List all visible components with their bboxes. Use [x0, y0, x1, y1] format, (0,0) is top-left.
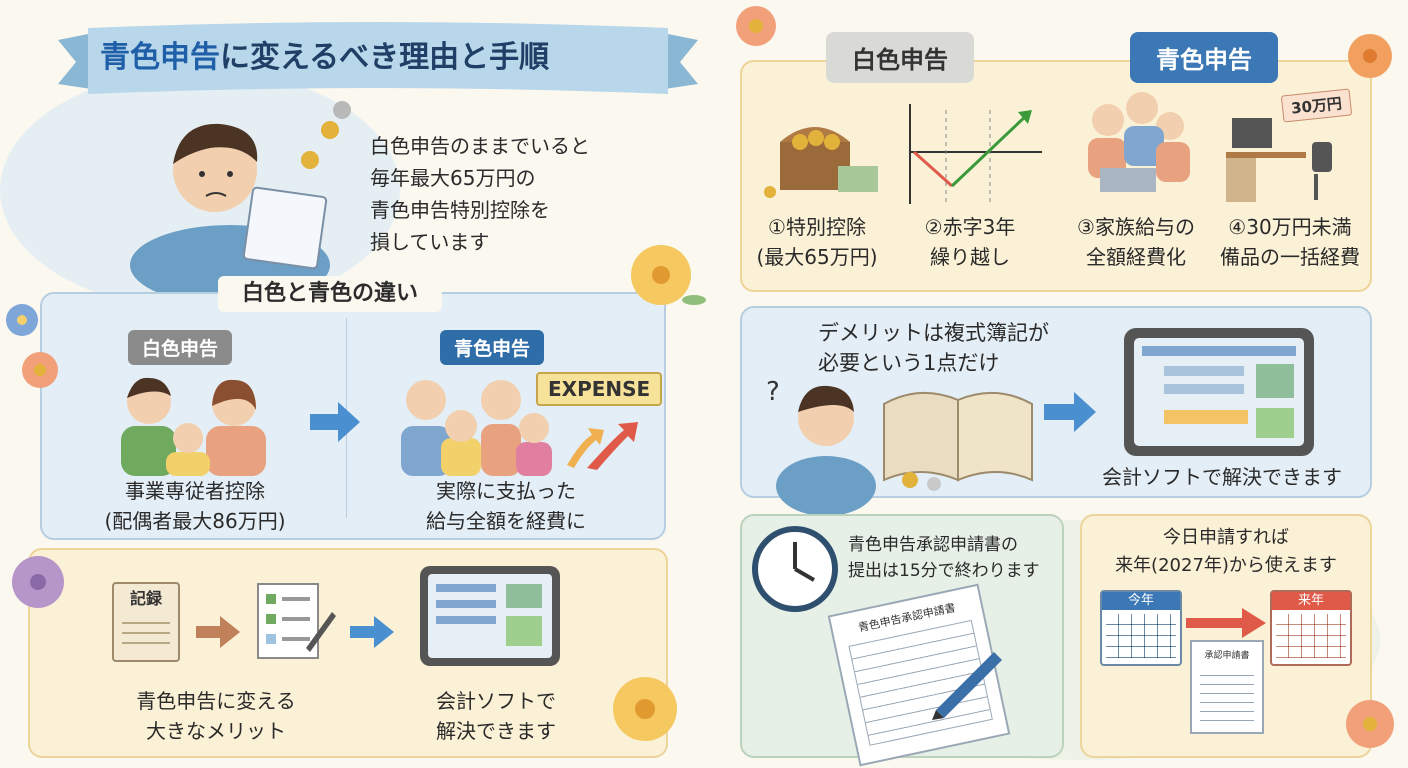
white-caption-line-2: (配偶者最大86万円): [104, 509, 286, 533]
blue-filing-caption: 実際に支払った 給与全額を経費に: [386, 476, 626, 536]
merit-left-line-1: 青色申告に変える: [136, 689, 296, 713]
intro-text: 白色申告のままでいると 毎年最大65万円の 青色申告特別控除を 損しています: [370, 130, 590, 258]
expense-label-box: EXPENSE: [536, 372, 663, 406]
white-filing-caption: 事業専従者控除 (配偶者最大86万円): [90, 476, 300, 536]
demerit-tablet-icon: [1124, 328, 1314, 456]
record-book-icon: 記録: [112, 582, 180, 662]
loss-carryover-chart-icon: [909, 104, 1042, 204]
thinking-man-illustration: ?: [766, 377, 876, 516]
benefit-4-line-2: 備品の一括経費: [1220, 245, 1360, 269]
flower-decoration-bottom-right: [1346, 700, 1394, 748]
approval-document-title: 承認申請書: [1204, 651, 1250, 661]
difference-heading: 白色と青色の違い: [242, 281, 419, 306]
difference-heading-box: 白色と青色の違い: [218, 276, 443, 312]
demerit-solution: 会計ソフトで解決できます: [1102, 465, 1342, 489]
application-text: 青色申告承認申請書の 提出は15分で終わります: [848, 532, 1040, 584]
demerit-text: デメリットは複式簿記が 必要という1点だけ: [818, 318, 1049, 378]
pen-icon: [932, 652, 1002, 720]
intro-line-4: 損しています: [370, 230, 490, 254]
price-tag-label: 30万円: [1290, 94, 1343, 118]
merit-arrow-brown-icon: [196, 616, 240, 648]
record-book-lines: [122, 614, 170, 650]
benefit-2-caption: ②赤字3年 繰り越し: [910, 212, 1030, 272]
white-family-illustration: [121, 377, 266, 476]
this-year-calendar-icon: 今年: [1100, 590, 1182, 666]
flower-decoration-left-purple: [12, 556, 64, 608]
schedule-line-1: 今日申請すれば: [1163, 527, 1289, 548]
benefit-1-caption: ①特別控除 (最大65万円): [752, 212, 882, 272]
merit-left-line-2: 大きなメリット: [146, 719, 286, 743]
intro-line-1: 白色申告のままでいると: [370, 134, 590, 158]
approval-document-lines: [1200, 667, 1254, 721]
benefit-2-line-1: ②赤字3年: [924, 215, 1016, 239]
page-title: 青色申告に変えるべき理由と手順: [100, 38, 549, 78]
checklist-icon: [257, 583, 336, 659]
ledger-book-icon: [883, 391, 1033, 491]
record-book-label: 記録: [129, 589, 162, 608]
svg-text:?: ?: [766, 377, 780, 407]
benefits-white-tag: 白色申告: [826, 32, 974, 83]
demerit-line-1: デメリットは複式簿記が: [818, 321, 1049, 345]
intro-line-2: 毎年最大65万円の: [370, 166, 536, 190]
benefit-2-line-2: 繰り越し: [930, 245, 1010, 269]
merit-right-line-2: 解決できます: [436, 719, 556, 743]
this-year-grid: [1106, 614, 1176, 658]
blue-filing-tag: 青色申告: [440, 330, 545, 365]
this-year-label: 今年: [1102, 592, 1180, 610]
flower-decoration-left-blue: [6, 304, 58, 388]
white-filing-tag: 白色申告: [128, 330, 233, 365]
treasure-chest-icon: [764, 127, 878, 198]
blue-caption-line-2: 給与全額を経費に: [426, 509, 586, 533]
benefit-4-line-1: ④30万円未満: [1228, 215, 1352, 239]
schedule-text: 今日申請すれば 来年(2027年)から使えます: [1088, 524, 1364, 580]
benefit-3-line-2: 全額経費化: [1086, 245, 1186, 269]
flower-decoration-bottom-center: [613, 677, 677, 741]
benefit-1-line-2: (最大65万円): [756, 245, 878, 269]
demerit-arrow-icon: [1044, 392, 1096, 432]
flower-decoration-mid: [631, 245, 706, 305]
merit-caption-right: 会計ソフトで 解決できます: [406, 686, 586, 746]
title-ribbon: [58, 22, 698, 94]
application-line-1: 青色申告承認申請書の: [848, 535, 1018, 555]
application-line-2: 提出は15分で終わります: [848, 561, 1040, 581]
schedule-line-2: 来年(2027年)から使えます: [1115, 555, 1337, 576]
schedule-arrow-icon: [1186, 608, 1266, 638]
approval-document-icon: 承認申請書: [1190, 640, 1264, 734]
next-year-calendar-icon: 来年: [1270, 590, 1352, 666]
benefit-3-line-1: ③家族給与の: [1077, 215, 1195, 239]
blue-family-illustration: [401, 380, 552, 476]
family-laptop-icon: [1088, 92, 1190, 192]
white-caption-line-1: 事業専従者控除: [125, 479, 265, 503]
benefit-4-caption: ④30万円未満 備品の一括経費: [1212, 212, 1368, 272]
flower-decoration-top-center: [736, 6, 776, 46]
merit-right-line-1: 会計ソフトで: [436, 689, 556, 713]
worried-man-illustration: [130, 101, 351, 305]
demerit-line-2: 必要という1点だけ: [818, 351, 1000, 375]
benefits-blue-tag: 青色申告: [1130, 32, 1278, 83]
benefit-3-caption: ③家族給与の 全額経費化: [1066, 212, 1206, 272]
merit-arrow-blue-icon: [350, 616, 394, 648]
page-title-accent: 青色申告: [100, 40, 220, 75]
expense-label: EXPENSE: [548, 377, 651, 401]
merit-caption-left: 青色申告に変える 大きなメリット: [96, 686, 336, 746]
next-year-grid: [1276, 614, 1346, 658]
intro-line-3: 青色申告特別控除を: [370, 198, 550, 222]
blue-caption-line-1: 実際に支払った: [436, 479, 576, 503]
next-year-label: 来年: [1272, 592, 1350, 610]
flower-decoration-top-right: [1348, 34, 1392, 78]
benefit-1-line-1: ①特別控除: [768, 215, 866, 239]
office-desk-icon: [1226, 118, 1332, 202]
clock-icon: [752, 526, 838, 612]
growth-arrows-icon: [567, 422, 638, 470]
page-title-rest: に変えるべき理由と手順: [220, 40, 550, 75]
tablet-icon: [420, 566, 560, 666]
